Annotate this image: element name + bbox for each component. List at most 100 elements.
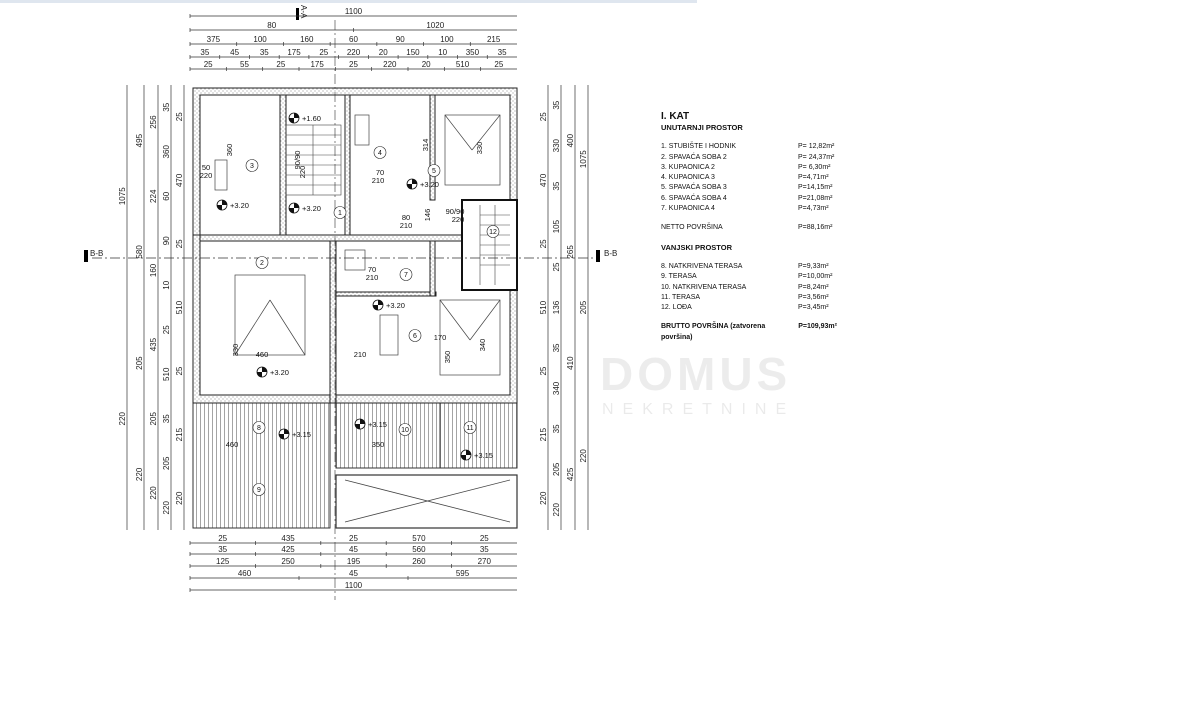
level-label: +1.60 — [302, 114, 321, 123]
dimension-label: 35 — [552, 181, 561, 190]
inner-dimension: 314 — [421, 139, 430, 152]
room-number-marker — [408, 329, 422, 342]
dimension-label: 1075 — [579, 150, 588, 168]
room-name: 4. KUPAONICA 3 — [661, 174, 715, 182]
net-area-value: P=88,16m² — [798, 224, 833, 232]
dimension-label: 270 — [478, 557, 492, 566]
north-section-marker — [296, 8, 299, 20]
room-number-marker — [373, 146, 387, 159]
dimension-label: 220 — [347, 48, 361, 57]
room-area: P=3,45m² — [798, 304, 829, 312]
legend-title: I. KAT — [661, 111, 690, 122]
legend-row: 2. SPAVAĆA SOBA 2 P= 24,37m² — [661, 153, 851, 163]
dimension-label: 220 — [135, 467, 144, 481]
inner-dimension: 350 — [372, 440, 385, 449]
dimension-label: 45 — [349, 545, 358, 554]
dimension-label: 25 — [175, 112, 184, 121]
room-name: 8. NATKRIVENA TERASA — [661, 262, 743, 270]
dimension-label: 570 — [412, 534, 426, 543]
dimension-label: 25 — [175, 239, 184, 248]
dimension-label: 595 — [456, 569, 470, 578]
dimension-label: 160 — [300, 35, 314, 44]
top-strip — [0, 0, 697, 3]
dimension-label: 25 — [494, 60, 503, 69]
inner-dimension: 460 — [256, 350, 269, 359]
room-area: P= 24,37m² — [798, 153, 835, 161]
dimension-label: 35 — [552, 100, 561, 109]
dimension-label: 205 — [135, 356, 144, 370]
dimension-label: 220 — [579, 449, 588, 463]
dimension-label: 25 — [539, 112, 548, 121]
loggia-stairs — [461, 199, 518, 291]
dimension-label: 195 — [347, 557, 361, 566]
gross-area-label: BRUTTO POVRŠINA (zatvorena površina) — [661, 323, 766, 341]
dimension-label: 360 — [162, 145, 171, 159]
dimension-label: 160 — [149, 263, 158, 277]
room-number-marker — [252, 483, 266, 496]
room-name: 2. SPAVAĆA SOBA 2 — [661, 153, 727, 161]
dimension-label: 1100 — [345, 581, 363, 590]
inner-dimension: 210 — [366, 273, 379, 282]
dimension-label: 1075 — [118, 187, 127, 205]
dimension-label: 35 — [480, 545, 489, 554]
room-number: 7 — [404, 272, 408, 279]
gross-area-value: P=109,93m² — [798, 323, 837, 331]
dimension-label: 25 — [175, 366, 184, 375]
room-number: 11 — [466, 425, 473, 432]
dimension-label: 175 — [310, 60, 324, 69]
dimension-label: 220 — [539, 491, 548, 505]
room-number-marker — [486, 225, 500, 238]
dimension-label: 150 — [406, 48, 420, 57]
net-area-label: NETTO POVRŠINA — [661, 224, 723, 232]
room-name: 1. STUBIŠTE I HODNIK — [661, 143, 737, 151]
inner-dimension: 70 — [376, 168, 384, 177]
staircase — [285, 124, 342, 196]
inner-dimension: 210 — [372, 176, 385, 185]
dimension-label: 215 — [487, 35, 501, 44]
inner-dimension: 360 — [225, 144, 234, 157]
inner-dimension: 70 — [368, 265, 376, 274]
dimension-label: 1020 — [426, 21, 444, 30]
room-number: 6 — [413, 333, 417, 340]
dimension-label: 25 — [349, 60, 358, 69]
dimension-label: 35 — [162, 414, 171, 423]
dimension-label: 215 — [175, 427, 184, 441]
inner-dimension: 210 — [354, 350, 367, 359]
room-number: 2 — [260, 260, 264, 267]
dimension-label: 460 — [238, 569, 252, 578]
dimension-label: 25 — [480, 534, 489, 543]
dimension-label: 35 — [162, 102, 171, 111]
inner-dimension: 330 — [475, 142, 484, 155]
room-name: 5. SPAVAĆA SOBA 3 — [661, 184, 727, 192]
room-number-marker — [463, 421, 477, 434]
dimension-label: 25 — [276, 60, 285, 69]
dimension-label: 205 — [162, 456, 171, 470]
dimension-label: 35 — [552, 343, 561, 352]
walls — [192, 87, 518, 404]
level-label: +3.20 — [420, 180, 439, 189]
level-label: +3.15 — [474, 451, 493, 460]
dimension-label: 55 — [240, 60, 249, 69]
dimension-label: 220 — [118, 412, 127, 426]
dimension-label: 205 — [149, 412, 158, 426]
room-area: P=4,71m² — [798, 174, 829, 182]
dimension-label: 125 — [216, 557, 230, 566]
dimension-label: 470 — [539, 173, 548, 187]
section-mark-left: B-B — [90, 249, 103, 258]
inner-dimension: 90/90 — [293, 151, 302, 170]
dimension-label: 205 — [579, 300, 588, 314]
dimension-label: 265 — [566, 245, 575, 259]
dimension-label: 495 — [135, 133, 144, 147]
room-name: 7. KUPAONICA 4 — [661, 205, 715, 213]
dimension-label: 425 — [566, 467, 575, 481]
dimension-label: 510 — [162, 367, 171, 381]
inner-dimension: 330 — [231, 344, 240, 357]
dimension-label: 60 — [349, 35, 358, 44]
dimension-label: 350 — [466, 48, 480, 57]
